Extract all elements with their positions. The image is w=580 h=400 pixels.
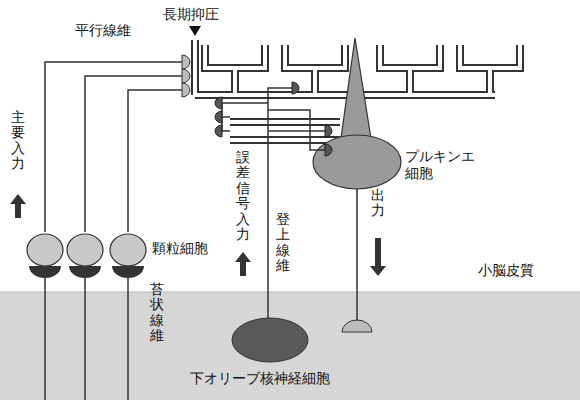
purkinje-axon [356,189,358,320]
fiber-name: 登上線維 [276,212,290,274]
cell-name: 下オリーブ核神経細胞 [190,370,330,387]
climbing-fiber [222,88,325,320]
band-edge [0,292,580,293]
ltd-marker [189,26,201,36]
cell-name: プルキンエ 細胞 [405,148,478,182]
input-label: 誤差信号入力 [236,150,250,242]
lower-band [0,292,580,400]
fiber-name: 平行線維 [75,22,131,39]
purkinje-soma [313,135,401,189]
mossy-rosettes [29,266,144,278]
output-label: 出力 [371,188,385,219]
parallel-fibers [45,62,182,232]
region-label: 小脳皮質 [478,262,534,279]
granule-cells [27,234,146,266]
purkinje-trunk [340,38,372,145]
ltd-label: 長期抑圧 [163,6,219,23]
cell-name: 顆粒細胞 [152,240,208,257]
olive-neuron [232,318,308,362]
flow-arrows [10,194,386,276]
fiber-name: 苔状線維 [150,282,164,344]
climbing-synapses [215,82,332,156]
input-label: 主要入力 [11,110,25,172]
parallel-synapses [182,55,190,97]
axon-terminal [342,320,372,332]
mossy-fibers [45,270,128,400]
